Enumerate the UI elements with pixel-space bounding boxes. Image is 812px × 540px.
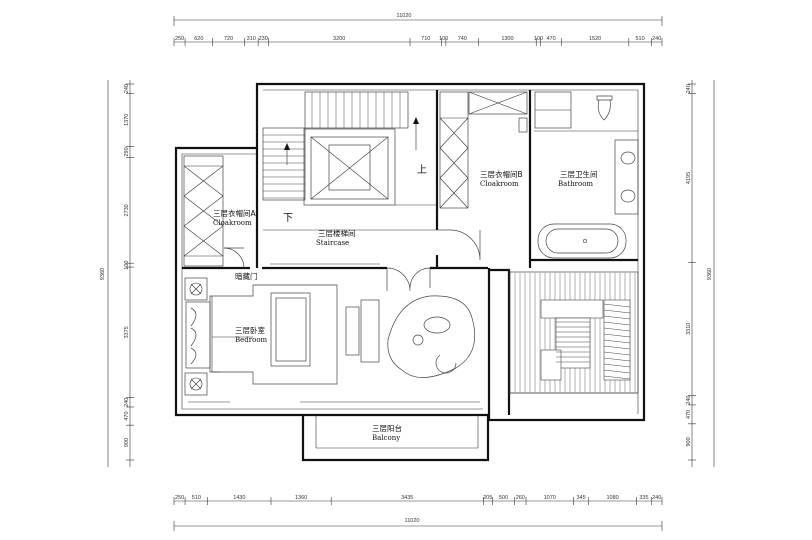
left-dimension-8: 900: [124, 438, 130, 447]
top-dimension-4: 230: [259, 36, 268, 42]
left-dimensions: 9360 240 1370 290 2730 100 3375 240 470 900: [100, 80, 134, 467]
left-dimension-0: 240: [124, 84, 130, 93]
cloakroom-b-label-en: Cloakroom: [480, 180, 519, 188]
left-dimension-5: 3375: [124, 326, 130, 338]
exterior-walls: [174, 82, 646, 422]
bottom-dimension-0: 250: [175, 495, 184, 501]
top-dimension-14: 240: [652, 36, 661, 42]
top-dimension-7: 100: [439, 36, 448, 42]
right-dimension-3: 240: [686, 396, 692, 405]
bottom-dimension-11: 335: [639, 495, 648, 501]
bottom-dimension-10: 1080: [606, 495, 618, 501]
bottom-dimension-7: 260: [516, 495, 525, 501]
top-dimension-11: 470: [546, 36, 555, 42]
balcony: [301, 415, 490, 462]
bathroom: [534, 91, 639, 259]
bottom-dimension-6: 500: [499, 495, 508, 501]
left-dimension-1: 1370: [124, 114, 130, 126]
stair-up-note: 上: [417, 164, 427, 176]
room-labels: 三层衣帽间A Cloakroom 三层楼梯间 Staircase 三层衣帽间B …: [213, 164, 598, 442]
bedroom: [184, 277, 480, 403]
staircase: [262, 91, 437, 292]
top-dimension-10: 100: [534, 36, 543, 42]
bottom-dimension-4: 3435: [401, 495, 413, 501]
left-dimension-4: 100: [124, 261, 130, 270]
cloakroom-a-label-en: Cloakroom: [213, 219, 252, 227]
left-dimension-7: 470: [124, 411, 130, 420]
bottom-dimensions: 11020 250 510 1430 1360 3435 205 500 260 1070 345…: [173, 495, 663, 531]
right-dimension-2: 3310: [686, 323, 692, 335]
top-total-dimension: 11020: [397, 13, 412, 19]
right-dimensions: 9360 240 4195 3310 240 470 900: [686, 80, 715, 467]
top-dimension-9: 1300: [501, 36, 513, 42]
top-dimension-1: 620: [194, 36, 203, 42]
staircase-label-cn: 三层楼梯间: [318, 228, 356, 238]
bathroom-label-en: Bathroom: [558, 180, 593, 188]
stair-down-note: 下: [283, 213, 293, 224]
top-dimension-8: 740: [458, 36, 467, 42]
right-total-dimension: 9360: [707, 268, 713, 280]
bathroom-label-cn: 三层卫生间: [560, 169, 598, 179]
staircase-label-en: Staircase: [316, 239, 349, 247]
open-to-below: [509, 271, 639, 394]
left-dimension-6: 240: [124, 398, 130, 407]
top-dimension-3: 310: [247, 36, 256, 42]
bottom-dimension-9: 345: [576, 495, 585, 501]
right-dimension-5: 900: [686, 437, 692, 446]
bottom-dimension-1: 510: [192, 495, 201, 501]
lounge-area: [387, 295, 476, 378]
cloakroom-a-label-cn: 三层衣帽间A: [213, 208, 256, 218]
bottom-total-dimension: 11020: [405, 518, 420, 524]
cloakroom-b: [437, 91, 528, 261]
top-dimension-0: 250: [175, 36, 184, 42]
top-dimension-2: 720: [224, 36, 233, 42]
right-dimension-1: 4195: [686, 172, 692, 184]
left-total-dimension: 9360: [100, 268, 106, 280]
top-dimension-13: 510: [635, 36, 644, 42]
right-dimension-4: 470: [686, 410, 692, 419]
bottom-dimension-2: 1430: [233, 495, 245, 501]
balcony-label-cn: 三层阳台: [372, 423, 402, 433]
top-dimension-6: 710: [421, 36, 430, 42]
bottom-dimension-8: 1070: [544, 495, 556, 501]
left-dimension-2: 290: [124, 147, 130, 156]
top-dimension-5: 3200: [333, 36, 345, 42]
bedroom-label-en: Bedroom: [235, 336, 268, 344]
cloakroom-a: [183, 155, 245, 269]
top-dimension-12: 1520: [589, 36, 601, 42]
left-dimension-3: 2730: [124, 204, 130, 216]
bottom-dimension-5: 205: [483, 495, 492, 501]
cloakroom-b-label-cn: 三层衣帽间B: [480, 169, 523, 179]
bedroom-label-cn: 三层卧室: [235, 325, 265, 335]
bottom-dimension-12: 240: [652, 495, 661, 501]
bottom-dimension-3: 1360: [295, 495, 307, 501]
right-dimension-0: 240: [686, 84, 692, 93]
hidden-door-note: 暗藏门: [235, 271, 258, 281]
balcony-label-en: Balcony: [372, 434, 400, 442]
